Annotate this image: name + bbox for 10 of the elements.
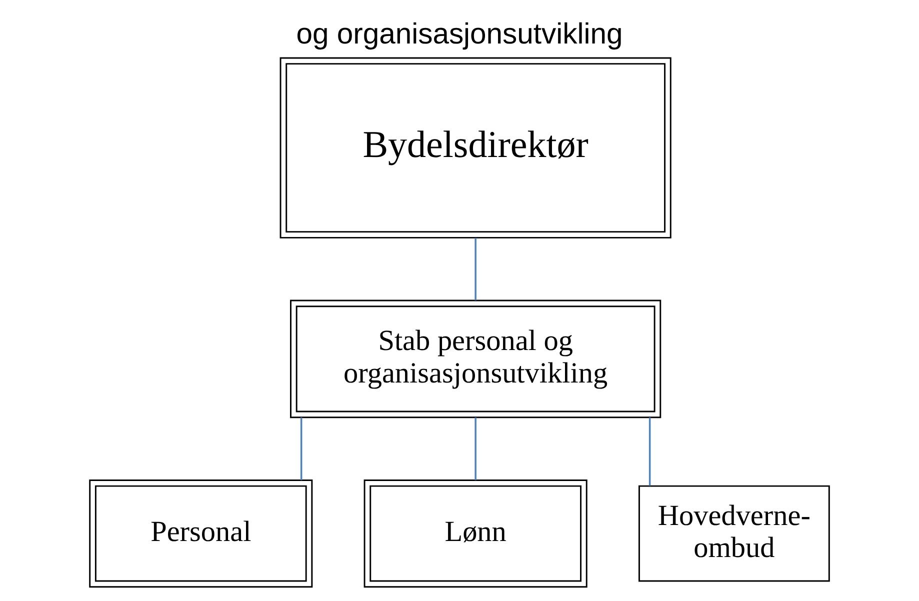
node-box: Personal	[89, 479, 313, 588]
connector	[648, 418, 651, 486]
node-box: Bydelsdirektør	[280, 57, 672, 238]
diagram-title: og organisasjonsutvikling	[296, 18, 623, 50]
node-box: Hovedverne- ombud	[638, 485, 830, 582]
node-box: Stab personal og organisasjonsutvikling	[290, 300, 662, 418]
node-box: Lønn	[364, 479, 588, 588]
connector	[300, 418, 302, 480]
connector	[474, 418, 476, 480]
connector	[474, 238, 476, 300]
